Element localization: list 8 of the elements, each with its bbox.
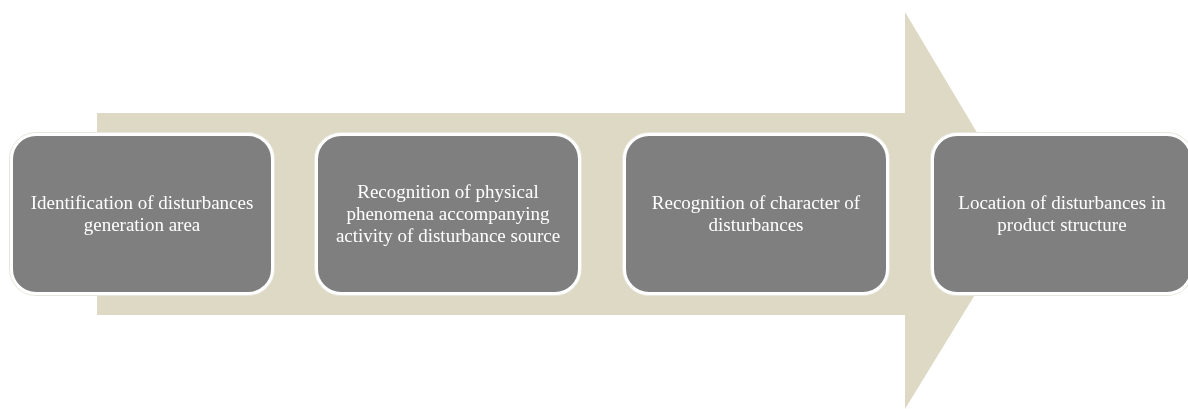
- step-text: Identification of disturbances generation area: [29, 192, 255, 236]
- step-text: Recognition of character of disturbances: [650, 192, 862, 236]
- process-box: [931, 133, 1188, 295]
- process-box: [10, 133, 274, 295]
- step-text: Recognition of physical phenomena accompanying activity of disturbance source: [334, 181, 562, 247]
- process-box: [623, 133, 889, 295]
- step-text: Location of disturbances in product structure: [957, 192, 1167, 236]
- process-box: [315, 133, 581, 295]
